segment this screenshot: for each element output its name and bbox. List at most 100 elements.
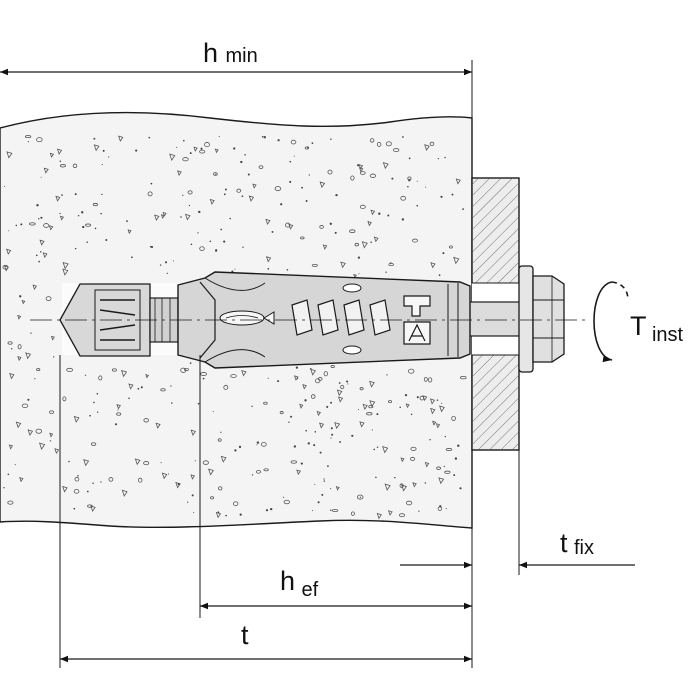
aggregate-speck — [234, 449, 237, 452]
aggregate-speck — [416, 180, 418, 182]
aggregate-speck — [150, 245, 154, 249]
aggregate-speck — [25, 352, 32, 360]
aggregate-speck — [28, 222, 36, 226]
aggregate-speck — [334, 421, 341, 430]
aggregate-speck — [15, 224, 18, 227]
aggregate-speck — [359, 496, 362, 498]
aggregate-speck — [177, 170, 182, 177]
approval-mark — [403, 295, 431, 345]
aggregate-speck — [15, 421, 22, 429]
aggregate-speck — [215, 511, 222, 519]
aggregate-speck — [277, 139, 280, 142]
aggregate-speck — [369, 138, 375, 143]
aggregate-speck — [392, 148, 400, 153]
aggregate-speck — [134, 458, 141, 466]
aggregate-speck — [361, 241, 368, 249]
aggregate-speck — [59, 160, 62, 163]
aggregate-speck — [319, 225, 324, 229]
aggregate-speck — [215, 173, 217, 175]
aggregate-speck — [7, 500, 14, 505]
aggregate-speck — [346, 380, 349, 383]
aggregate-speck — [209, 240, 212, 243]
aggregate-speck — [197, 402, 200, 405]
aggregate-speck — [330, 365, 335, 368]
aggregate-speck — [358, 273, 360, 275]
aggregate-speck — [330, 138, 332, 140]
torque-rotation-icon — [593, 281, 629, 363]
aggregate-speck — [405, 403, 410, 409]
aggregate-speck — [307, 442, 310, 445]
dimension-t-fix — [400, 450, 635, 575]
aggregate-speck — [265, 256, 272, 263]
aggregate-speck — [175, 481, 181, 489]
aggregate-speck — [270, 507, 273, 511]
aggregate-speck — [358, 167, 364, 173]
aggregate-speck — [408, 179, 411, 182]
aggregate-speck — [61, 194, 63, 196]
aggregate-speck — [210, 496, 215, 500]
aggregate-speck — [162, 211, 167, 217]
aggregate-speck — [256, 441, 260, 444]
aggregate-speck — [164, 261, 168, 264]
aggregate-speck — [49, 152, 55, 158]
aggregate-speck — [359, 171, 366, 175]
aggregate-speck — [376, 413, 379, 416]
aggregate-speck — [148, 136, 151, 139]
aggregate-speck — [423, 376, 428, 382]
aggregate-speck — [167, 473, 170, 475]
aggregate-speck — [50, 335, 55, 341]
aggregate-speck — [128, 383, 134, 390]
aggregate-speck — [233, 501, 239, 507]
aggregate-speck — [340, 261, 346, 269]
aggregate-speck — [9, 372, 15, 380]
dimension-h-min — [0, 60, 473, 130]
aggregate-speck — [100, 212, 102, 215]
aggregate-speck — [223, 193, 226, 196]
aggregate-speck — [35, 254, 38, 257]
aggregate-speck — [441, 402, 443, 404]
aggregate-speck — [459, 487, 462, 490]
aggregate-speck — [102, 149, 105, 152]
aggregate-speck — [340, 384, 345, 390]
aggregate-speck — [198, 210, 201, 214]
label-h-min: h min — [203, 38, 258, 68]
aggregate-speck — [27, 429, 34, 436]
aggregate-speck — [223, 240, 226, 243]
aggregate-speck — [304, 399, 307, 402]
aggregate-speck — [296, 469, 301, 476]
aggregate-speck — [73, 489, 80, 494]
aggregate-speck — [410, 446, 417, 451]
aggregate-speck — [230, 374, 237, 378]
aggregate-speck — [217, 438, 222, 442]
aggregate-speck — [116, 404, 121, 410]
aggregate-speck — [331, 508, 339, 513]
aggregate-speck — [90, 505, 96, 512]
aggregate-speck — [116, 412, 122, 416]
aggregate-speck — [373, 236, 379, 243]
aggregate-speck — [265, 509, 269, 512]
aggregate-speck — [236, 188, 242, 193]
aggregate-speck — [424, 461, 430, 468]
aggregate-speck — [300, 462, 303, 465]
aggregate-speck — [280, 203, 283, 206]
aggregate-speck — [307, 146, 309, 149]
aggregate-speck — [336, 389, 343, 397]
aggregate-speck — [408, 368, 415, 374]
aggregate-speck — [89, 414, 91, 417]
aggregate-speck — [451, 193, 454, 196]
aggregate-speck — [82, 225, 85, 229]
aggregate-speck — [17, 355, 22, 362]
aggregate-speck — [335, 193, 338, 197]
aggregate-speck — [135, 149, 138, 152]
aggregate-speck — [233, 147, 236, 150]
aggregate-speck — [282, 496, 285, 498]
aggregate-speck — [439, 405, 445, 413]
aggregate-speck — [166, 272, 168, 275]
aggregate-speck — [323, 480, 326, 482]
aggregate-speck — [39, 251, 42, 253]
aggregate-speck — [350, 175, 355, 181]
aggregate-speck — [430, 262, 436, 269]
aggregate-speck — [118, 135, 124, 142]
sleeve-slots — [291, 299, 391, 336]
aggregate-speck — [314, 431, 317, 433]
